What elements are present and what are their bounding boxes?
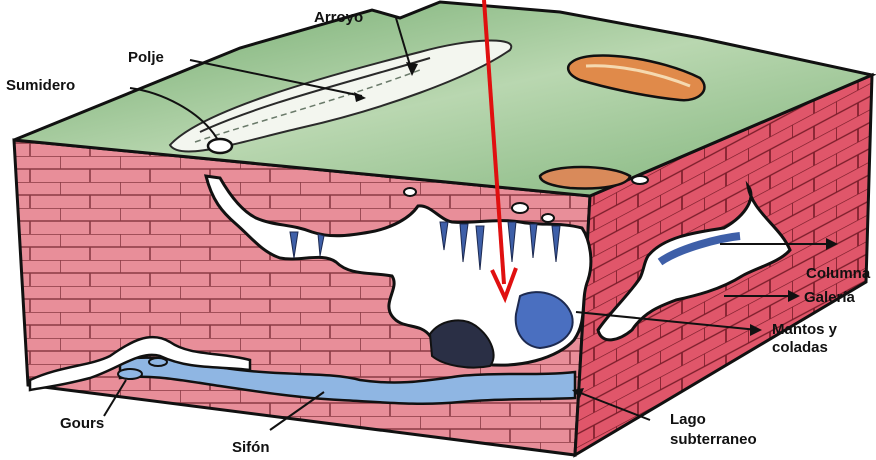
label-mantos-line2: coladas (772, 339, 828, 356)
label-sumidero: Sumidero (6, 77, 75, 94)
label-gours: Gours (60, 415, 104, 432)
doline-mid (540, 167, 630, 189)
sumidero-hole (208, 139, 232, 153)
label-sifon: Sifón (232, 439, 270, 456)
label-lago-line1: Lago (670, 411, 706, 428)
label-lago-line2: subterraneo (670, 431, 757, 448)
label-arroyo: Arroyo (314, 9, 363, 26)
label-polje: Polje (128, 49, 164, 66)
gours-pool (118, 369, 142, 379)
label-mantos-line1: Mantos y (772, 321, 838, 338)
label-columna: Columna (806, 265, 871, 282)
label-galeria: Galería (804, 289, 856, 306)
